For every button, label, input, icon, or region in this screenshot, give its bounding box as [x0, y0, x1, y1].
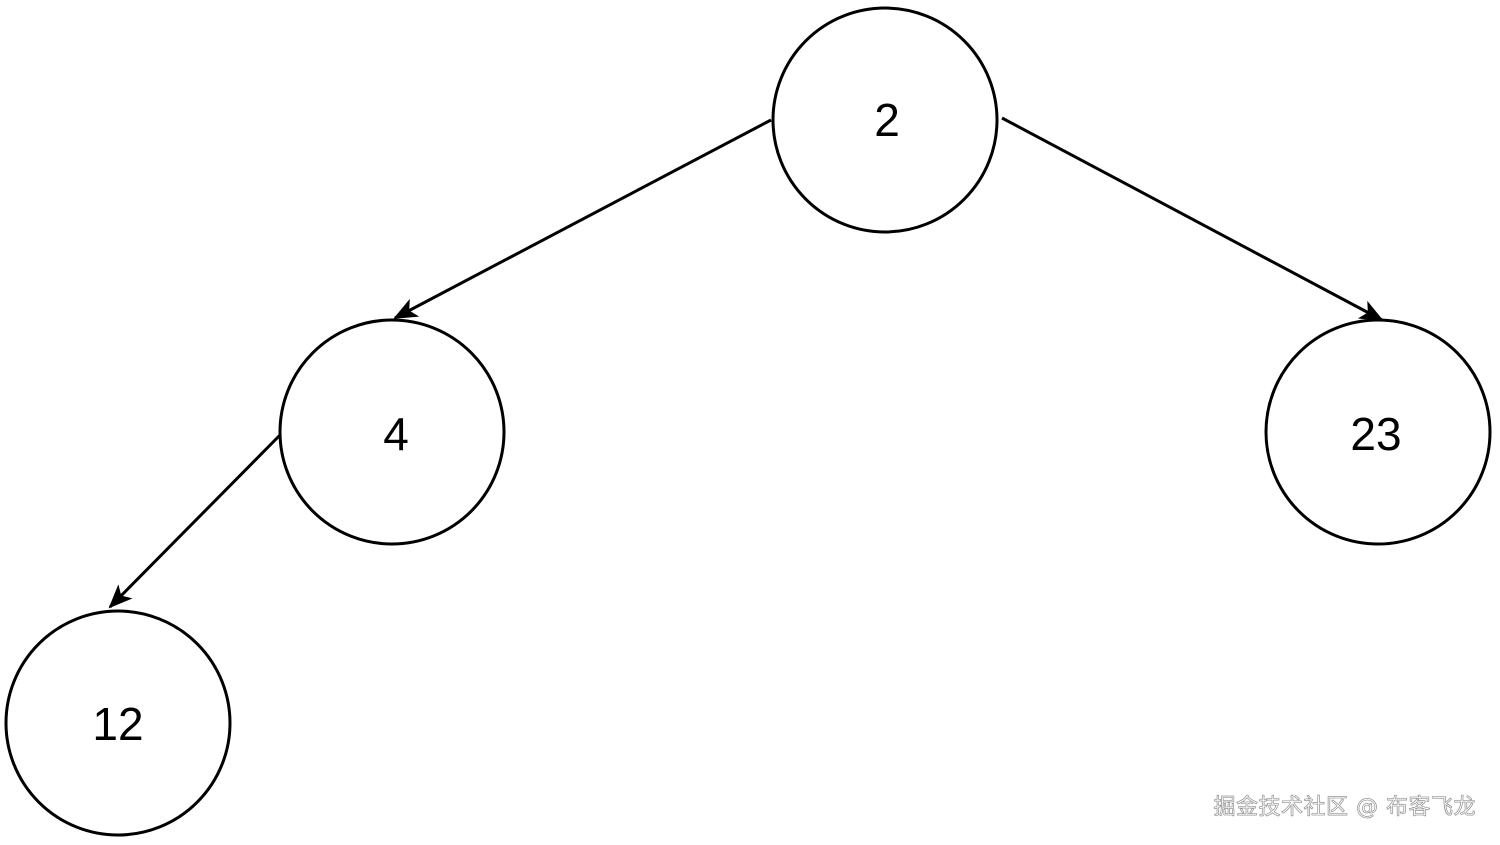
- tree-node-12: 12: [4, 609, 232, 837]
- node-circle: [771, 6, 999, 234]
- tree-node-2: 2: [771, 6, 999, 234]
- node-circle: [1264, 318, 1492, 546]
- node-circle: [4, 609, 232, 837]
- watermark: 掘金技术社区 @ 布客飞龙: [1213, 795, 1476, 821]
- node-label: 12: [92, 698, 143, 750]
- node-circle: [278, 318, 506, 546]
- node-label: 23: [1350, 408, 1401, 460]
- edge-2-to-23: [1001, 116, 1384, 322]
- edge-4-to-12: [108, 430, 285, 609]
- tree-node-23: 23: [1264, 318, 1492, 546]
- edge-2-to-4: [393, 118, 772, 320]
- node-label: 4: [383, 408, 409, 460]
- node-label: 2: [874, 94, 900, 146]
- tree-node-4: 4: [278, 318, 506, 546]
